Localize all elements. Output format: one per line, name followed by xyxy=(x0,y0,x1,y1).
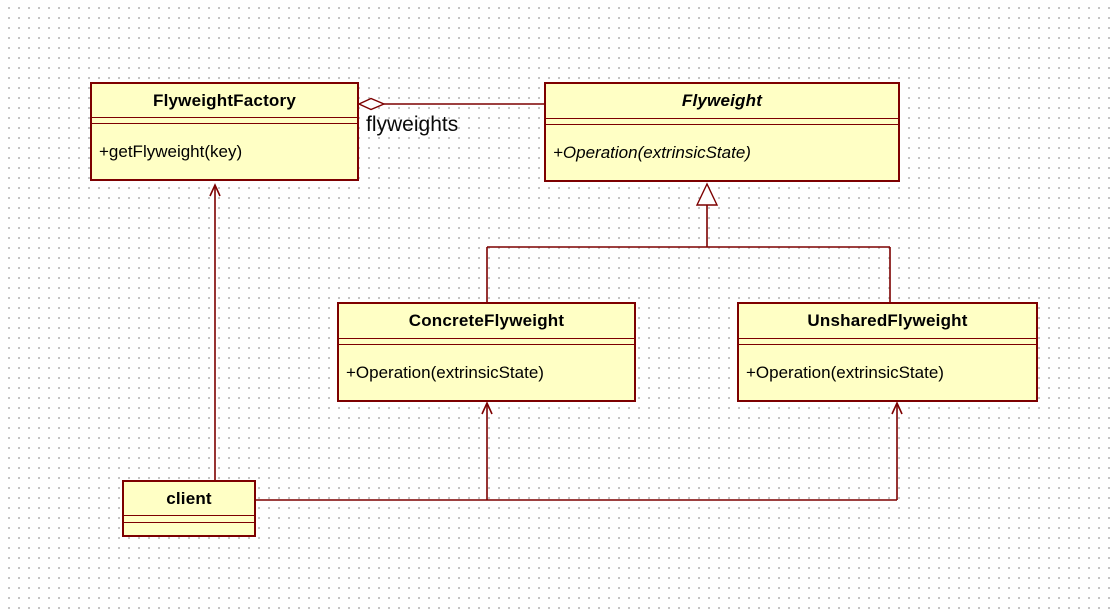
method-label: +Operation(extrinsicState) xyxy=(346,362,544,382)
methods-compartment: +Operation(extrinsicState) xyxy=(739,345,1036,400)
class-flyweight[interactable]: Flyweight +Operation(extrinsicState) xyxy=(544,82,900,182)
client-to-factory-connector[interactable] xyxy=(209,183,221,480)
generalization-triangle-icon xyxy=(695,182,719,206)
class-concrete-flyweight[interactable]: ConcreteFlyweight +Operation(extrinsicSt… xyxy=(337,302,636,402)
methods-compartment: +getFlyweight(key) xyxy=(92,124,357,179)
attributes-compartment xyxy=(92,117,357,124)
attributes-compartment xyxy=(124,515,254,523)
aggregation-diamond-icon xyxy=(357,97,386,111)
attributes-compartment xyxy=(739,338,1036,345)
class-title: FlyweightFactory xyxy=(152,90,296,110)
open-arrowhead-icon xyxy=(481,401,493,415)
aggregation-role-label[interactable]: flyweights xyxy=(366,113,459,136)
class-flyweight-factory[interactable]: FlyweightFactory +getFlyweight(key) xyxy=(90,82,359,181)
methods-compartment: +Operation(extrinsicState) xyxy=(339,345,634,400)
class-title: ConcreteFlyweight xyxy=(408,311,565,330)
class-title: client xyxy=(166,488,212,508)
client-to-flyweights-connector[interactable] xyxy=(256,401,903,501)
class-title: UnsharedFlyweight xyxy=(807,311,968,330)
generalization-connector[interactable] xyxy=(486,182,891,302)
method-label: +getFlyweight(key) xyxy=(99,141,243,161)
class-title: Flyweight xyxy=(681,91,763,110)
open-arrowhead-icon xyxy=(891,401,903,415)
class-unshared-flyweight[interactable]: UnsharedFlyweight +Operation(extrinsicSt… xyxy=(737,302,1038,402)
method-label: +Operation(extrinsicState) xyxy=(746,362,944,382)
methods-compartment xyxy=(124,523,254,535)
open-arrowhead-icon xyxy=(209,183,221,197)
attributes-compartment xyxy=(546,118,898,125)
class-client[interactable]: client xyxy=(122,480,256,537)
methods-compartment: +Operation(extrinsicState) xyxy=(546,125,898,180)
method-label: +Operation(extrinsicState) xyxy=(553,142,751,162)
attributes-compartment xyxy=(339,338,634,345)
aggregation-flyweights-connector[interactable] xyxy=(357,97,544,111)
